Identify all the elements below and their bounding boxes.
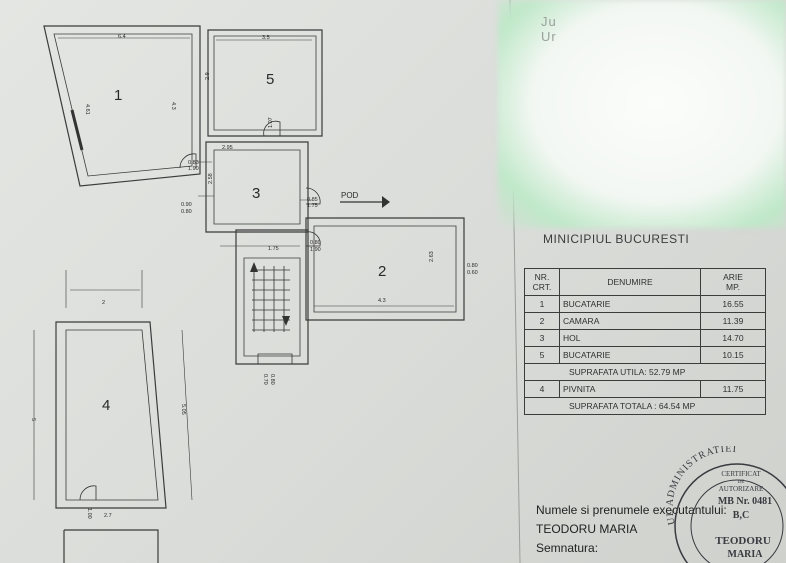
dim-stair-bot-b: 0.80 (269, 374, 275, 385)
svg-text:TEODORU: TEODORU (715, 535, 771, 547)
table-row: 1 BUCATARIE 16.55 (524, 295, 766, 313)
room-2-walls (305, 217, 465, 321)
dim-r4-door: 1.00 (86, 508, 92, 519)
dim-r2-height: 2.63 (429, 251, 435, 262)
dim-r2-width: 4.3 (378, 298, 386, 304)
dim-stair: 1.75 (268, 246, 279, 252)
dim-r4-top: 2 (102, 300, 105, 306)
dim-win-left-b: 0.80 (181, 209, 192, 215)
svg-text:MB Nr. 0481: MB Nr. 0481 (718, 496, 772, 507)
room-1-walls (43, 25, 201, 187)
svg-text:AUTORIZARE: AUTORIZARE (719, 485, 764, 493)
executant-label: Numele si prenumele executantului: (536, 503, 727, 517)
dim-r4-right: 5.05 (180, 404, 186, 415)
dim-r2-win-a: 0.80 (467, 263, 478, 269)
svg-text:DE: DE (738, 480, 745, 485)
room-1-number: 1 (114, 87, 122, 104)
room-4-walls (55, 321, 167, 509)
dim-door2b: 1.90 (310, 247, 321, 253)
dim-r5-top: 3.5 (262, 35, 270, 41)
col-area: ARIE MP. (700, 268, 766, 296)
dim-win-left-a: 0.90 (181, 202, 192, 208)
useful-area-row: SUPRAFATA UTILA: 52.79 MP (524, 363, 766, 381)
col-nr: NR. CRT. (524, 268, 560, 296)
room-3-number: 3 (252, 185, 260, 202)
dim-r5-door: 1.07 (268, 117, 274, 128)
dim-r1-left: 4.61 (84, 104, 90, 115)
room-2-number: 2 (378, 263, 386, 280)
stair-block (235, 229, 309, 365)
dim-hall-top: 2.95 (222, 145, 233, 151)
table-header-row: NR. CRT. DENUMIRE ARIE MP. (524, 268, 766, 296)
pod-label: POD (341, 191, 359, 200)
total-area-row: SUPRAFATA TOTALA : 64.54 MP (524, 397, 766, 415)
dim-hall-left: 2.58 (208, 173, 214, 184)
room-5-walls (207, 29, 323, 137)
redaction-blur (498, 0, 786, 228)
svg-text:MARIA: MARIA (728, 549, 764, 560)
table-row: 4 PIVNITA 11.75 (524, 380, 766, 398)
executant-name: TEODORU MARIA (536, 522, 638, 536)
dim-stair-bot-a: 0.70 (262, 374, 268, 385)
signature-label: Semnatura: (536, 541, 599, 555)
dim-door-pod: 0.85 (307, 197, 318, 203)
dim-r4-left: 5 (30, 418, 36, 421)
dim-r5-left: 2.9 (205, 72, 211, 80)
dim-door1: 0.83 (188, 160, 199, 166)
city-heading: MINICIPIUL BUCURESTI (543, 232, 690, 246)
dim-r1-top: 6.4 (118, 34, 126, 40)
table-row: 2 CAMARA 11.39 (524, 312, 766, 330)
official-stamp: UL ADMINISTRATIEI CERTIFICAT DE AUTORIZA… (664, 446, 786, 563)
dim-door-pod-b: 1.75 (307, 203, 318, 209)
table-row: 3 HOL 14.70 (524, 329, 766, 347)
dim-door1b: 1.90 (188, 166, 199, 172)
table-row: 5 BUCATARIE 10.15 (524, 346, 766, 364)
dim-r1-right: 4.3 (170, 102, 176, 110)
svg-text:B,C: B,C (733, 510, 749, 521)
room-4-number: 4 (102, 397, 110, 414)
dim-r4-bottom: 2.7 (104, 513, 112, 519)
svg-text:CERTIFICAT: CERTIFICAT (721, 470, 761, 478)
dim-door2: 0.80 (310, 240, 321, 246)
col-name: DENUMIRE (559, 268, 701, 296)
area-table: NR. CRT. DENUMIRE ARIE MP. 1 BUCATARIE 1… (524, 268, 766, 415)
room-5-number: 5 (266, 71, 274, 88)
dim-r2-win-b: 0.60 (467, 270, 478, 276)
